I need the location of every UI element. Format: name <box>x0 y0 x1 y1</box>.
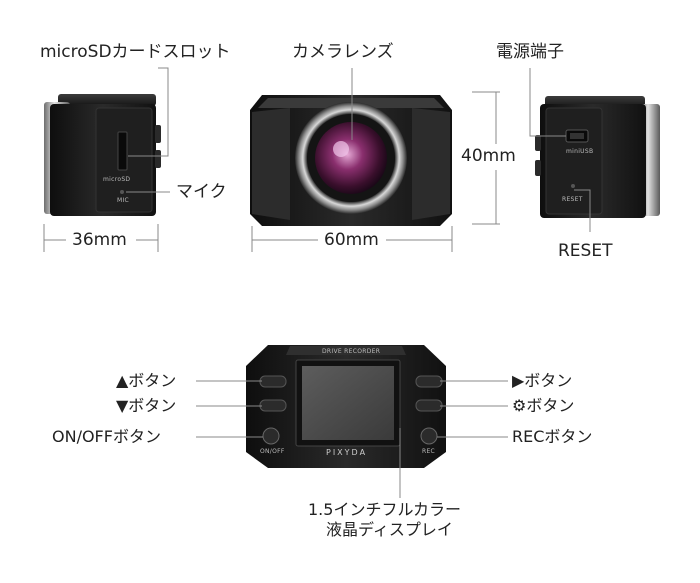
label-height: 40mm <box>461 146 516 166</box>
print-microsd: microSD <box>103 176 131 183</box>
label-gear-button-text: ボタン <box>526 396 575 415</box>
label-power-terminal: 電源端子 <box>496 42 564 62</box>
label-reset: RESET <box>558 241 613 261</box>
print-rec: REC <box>422 448 436 455</box>
label-right-button: ▶ボタン <box>512 371 573 390</box>
front-view <box>250 95 452 226</box>
side-view-right <box>535 96 660 218</box>
label-onoff-button: ON/OFFボタン <box>52 427 161 446</box>
side-view-left <box>44 94 161 216</box>
print-onoff: ON/OFF <box>260 448 285 455</box>
label-microsd-slot: microSDカードスロット <box>40 42 231 62</box>
label-depth: 36mm <box>72 230 127 250</box>
label-mic: マイク <box>176 182 227 202</box>
label-gear-button: ⚙ボタン <box>512 398 574 414</box>
label-rec-button: RECボタン <box>512 427 593 446</box>
label-display-line2: 液晶ディスプレイ <box>326 520 453 539</box>
print-miniusb: miniUSB <box>566 148 594 155</box>
back-view <box>246 345 446 468</box>
label-down-button: ▼ボタン <box>116 396 177 415</box>
label-up-button: ▲ボタン <box>116 371 177 390</box>
callout-lines <box>43 67 591 498</box>
print-mic: MIC <box>117 197 130 204</box>
print-reset: RESET <box>562 196 583 203</box>
label-display-line1: 1.5インチフルカラー <box>308 500 461 519</box>
print-brand: PIXYDA <box>326 448 368 457</box>
gear-icon: ⚙ <box>512 396 527 415</box>
label-camera-lens: カメラレンズ <box>292 42 394 62</box>
print-drive-recorder: DRIVE RECORDER <box>322 348 381 355</box>
label-width: 60mm <box>324 230 379 250</box>
